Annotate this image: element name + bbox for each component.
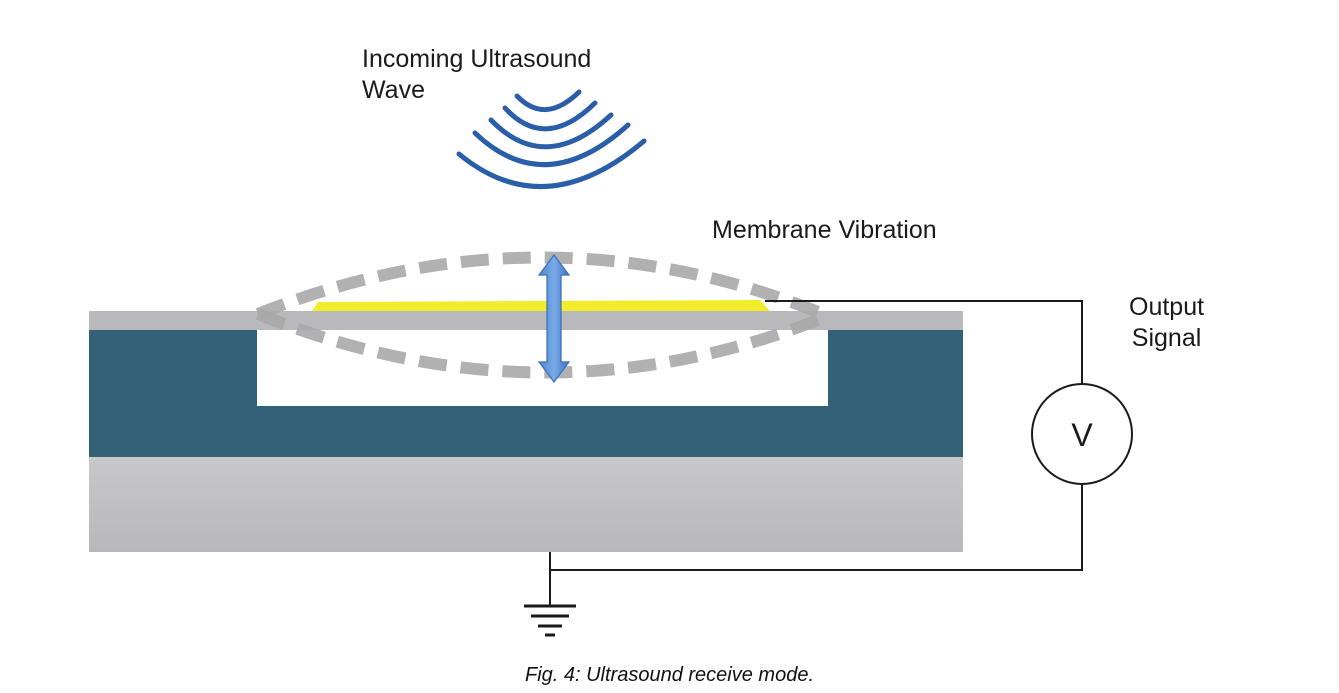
output-signal-label: Output Signal	[1129, 292, 1204, 354]
membrane-vibration-label: Membrane Vibration	[712, 216, 937, 244]
wave-arc-4	[472, 122, 631, 167]
vibration-upper-curve	[255, 251, 831, 322]
incoming-wave-label-line2: Wave	[362, 76, 425, 104]
membrane-vibration-outline	[255, 251, 831, 379]
signal-wire	[765, 300, 1083, 384]
voltmeter-icon	[1031, 383, 1133, 485]
incoming-wave-label: Incoming Ultrasound Wave	[362, 44, 591, 106]
ultrasound-wave-icon	[456, 89, 647, 190]
wave-arc-3	[488, 112, 614, 150]
base-layer	[89, 456, 963, 552]
output-signal-label-line2: Signal	[1131, 324, 1202, 352]
return-wire	[550, 484, 1083, 571]
ground-icon	[524, 604, 576, 637]
vibration-lower-curve	[255, 308, 831, 379]
wave-arc-1	[514, 89, 582, 113]
circuit-wiring	[549, 300, 1083, 605]
membrane-layer	[89, 311, 963, 330]
voltmeter-symbol: V	[1071, 417, 1093, 453]
wave-arc-2	[502, 100, 598, 132]
output-signal-label-line1: Output	[1129, 293, 1205, 321]
wave-arc-5	[456, 138, 647, 190]
figure-caption: Fig. 4: Ultrasound receive mode.	[524, 664, 815, 686]
top-electrode	[312, 300, 770, 311]
vibration-arrow-icon	[537, 254, 571, 383]
incoming-wave-label-line1: Incoming Ultrasound	[362, 45, 592, 73]
